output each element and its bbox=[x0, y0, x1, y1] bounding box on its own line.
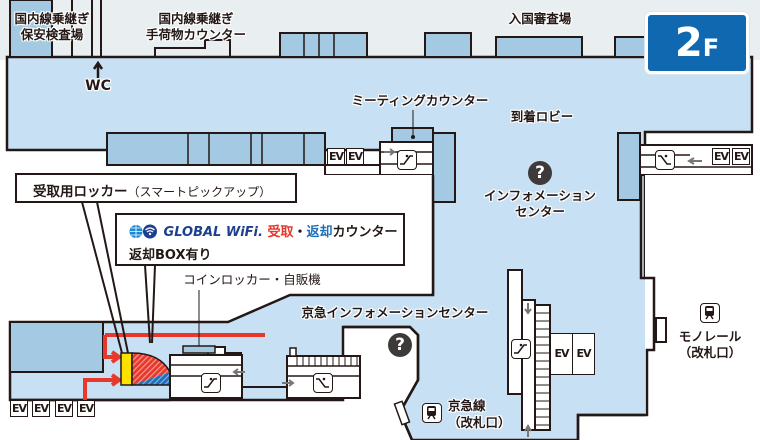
label-coin-locker: コインロッカー・自販機 bbox=[183, 272, 321, 287]
floor-suffix: F bbox=[702, 34, 720, 62]
elevator: EV bbox=[55, 400, 73, 417]
label-wc: WC bbox=[85, 78, 111, 94]
label-immigration: 入国審査場 bbox=[508, 11, 572, 26]
wifi-counter-return bbox=[132, 372, 170, 385]
escalator-icon bbox=[511, 339, 531, 359]
label-domestic-baggage: 国内線乗継ぎ手荷物カウンター bbox=[145, 11, 247, 42]
keikyu-info-icon: ? bbox=[388, 333, 412, 357]
wifi-counter-label: カウンター bbox=[332, 225, 398, 240]
wifi-brand: GLOBAL WiFi. bbox=[163, 225, 263, 240]
security-block bbox=[9, 0, 53, 58]
floor-badge: 2F bbox=[645, 12, 749, 74]
label-domestic-security: 国内線乗継ぎ保安検査場 bbox=[14, 11, 90, 42]
elevator: EV bbox=[346, 148, 364, 165]
info-icon: ? bbox=[528, 161, 552, 185]
locker-subtitle: （スマートピックアップ） bbox=[127, 185, 272, 199]
elevator: EV bbox=[712, 148, 730, 165]
elevator: EV bbox=[572, 333, 595, 375]
train-icon bbox=[700, 303, 720, 323]
arrow-up-icon bbox=[92, 60, 104, 78]
label-arrival-lobby: 到着ロビー bbox=[510, 109, 574, 124]
label-keikyu-line: 京急線（改札口） bbox=[448, 398, 511, 430]
counter-block bbox=[279, 32, 368, 58]
elevator: EV bbox=[77, 400, 95, 417]
wifi-dot: ・ bbox=[293, 225, 307, 240]
label-monorail: モノレール（改札口） bbox=[678, 329, 742, 360]
locker-callout: 受取用ロッカー（スマートピックアップ） bbox=[15, 173, 297, 203]
lower-left-block bbox=[9, 321, 104, 373]
shop-row bbox=[106, 132, 326, 166]
wifi-return-label: 返却 bbox=[306, 225, 333, 240]
elevator: EV bbox=[732, 148, 750, 165]
elevator: EV bbox=[32, 400, 50, 417]
elevator: EV bbox=[327, 148, 345, 165]
label-meeting-counter: ミーティングカウンター bbox=[351, 93, 489, 108]
elevator: EV bbox=[550, 333, 573, 375]
train-icon bbox=[422, 403, 442, 423]
escalator-icon bbox=[655, 150, 675, 170]
escalator-icon bbox=[313, 373, 333, 393]
elevator: EV bbox=[10, 400, 28, 417]
label-keikyu-info: 京急インフォメーションセンター bbox=[301, 305, 489, 320]
staircase bbox=[534, 304, 551, 431]
label-info-center: インフォメーションセンター bbox=[484, 188, 596, 219]
pickup-locker bbox=[120, 352, 133, 386]
wifi-receive-label: 受取 bbox=[267, 225, 294, 240]
floor-number: 2 bbox=[674, 20, 703, 66]
wifi-callout: GLOBAL WiFi. 受取・返却カウンター 返却BOX有り bbox=[115, 213, 405, 266]
wifi-globe-icon bbox=[129, 224, 159, 243]
escalator-icon bbox=[201, 373, 221, 393]
wifi-return-box: 返却BOX有り bbox=[129, 248, 212, 263]
escalator-icon bbox=[397, 150, 417, 170]
coin-locker bbox=[182, 345, 216, 354]
locker-title: 受取用ロッカー bbox=[33, 184, 128, 200]
